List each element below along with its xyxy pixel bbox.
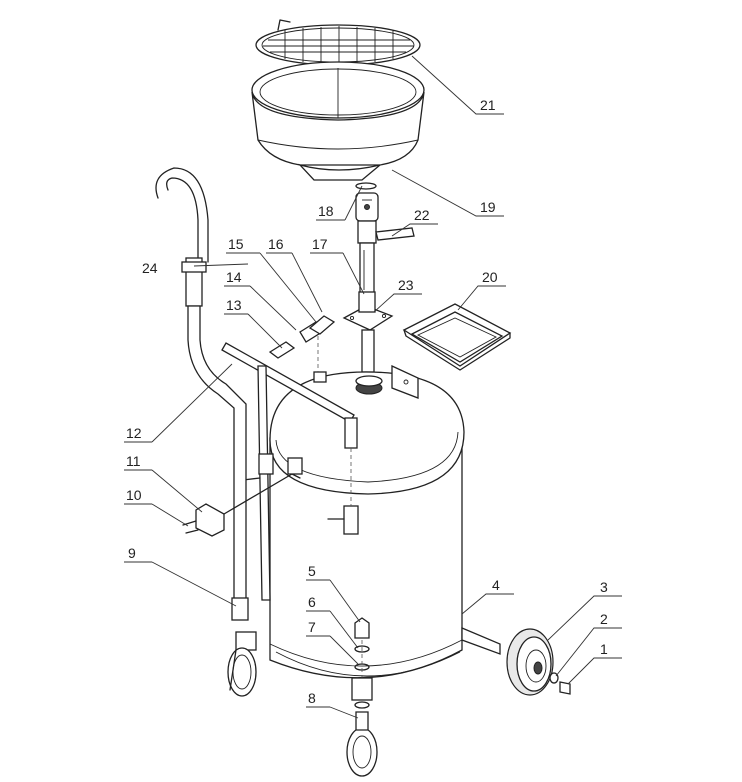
callout-9: 9 xyxy=(128,545,136,561)
callout-24: 24 xyxy=(142,260,158,276)
hose-clamp-holder xyxy=(231,597,249,621)
callout-6: 6 xyxy=(308,594,316,610)
front-wheel-center xyxy=(346,677,378,777)
callout-8: 8 xyxy=(308,690,316,706)
callout-11: 11 xyxy=(126,453,141,469)
callout-20: 20 xyxy=(482,269,498,285)
callout-12: 12 xyxy=(126,425,142,441)
callout-labels: 1 2 3 4 5 6 7 8 9 10 11 12 13 14 15 16 1… xyxy=(126,97,608,706)
handle-bar xyxy=(221,342,359,601)
callout-1: 1 xyxy=(600,641,608,657)
callout-3: 3 xyxy=(600,579,608,595)
callout-22: 22 xyxy=(414,207,430,223)
front-wheel-left xyxy=(227,631,257,697)
rear-axle-and-wheel xyxy=(461,627,571,696)
suction-tube xyxy=(359,242,375,294)
callout-21: 21 xyxy=(480,97,496,113)
callout-19: 19 xyxy=(480,199,496,215)
callout-13: 13 xyxy=(226,297,242,313)
callout-4: 4 xyxy=(492,577,500,593)
grate-grid xyxy=(255,19,421,66)
hose-pipe xyxy=(155,167,247,601)
callout-16: 16 xyxy=(268,236,284,252)
callout-23: 23 xyxy=(398,277,414,293)
pressure-gauge-fitting xyxy=(268,315,336,383)
drain-plug-fitting xyxy=(354,617,370,700)
callout-10: 10 xyxy=(126,487,142,503)
callout-18: 18 xyxy=(318,203,334,219)
callout-17: 17 xyxy=(312,236,328,252)
callout-15: 15 xyxy=(228,236,244,252)
leader-lines xyxy=(124,55,622,719)
hose-hook-bracket xyxy=(182,457,303,537)
callout-14: 14 xyxy=(226,269,242,285)
callout-2: 2 xyxy=(600,611,608,627)
tube-flange-plate xyxy=(342,291,394,373)
callout-7: 7 xyxy=(308,619,316,635)
callout-5: 5 xyxy=(308,563,316,579)
funnel-bowl xyxy=(251,61,425,181)
ball-valve xyxy=(355,192,415,244)
drain-tray xyxy=(402,303,512,371)
funnel-gasket-ring xyxy=(355,182,377,190)
